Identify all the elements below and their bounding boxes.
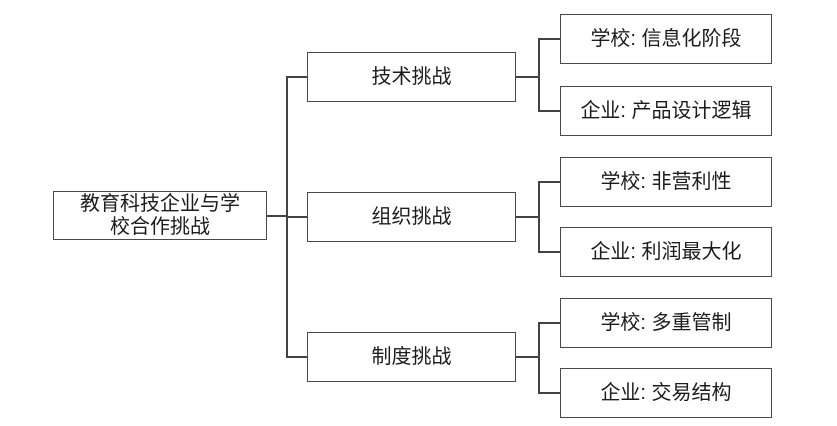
connector-subtrunk-2-vertical <box>538 181 540 253</box>
connector-to-leaf-4 <box>538 251 561 253</box>
connector-trunk-to-branch-3 <box>286 356 308 358</box>
connector-to-leaf-2 <box>538 110 561 112</box>
connector-to-leaf-6 <box>538 392 561 394</box>
leaf-node-school-nonprofit: 学校: 非营利性 <box>560 157 772 207</box>
leaf-node-school-multiple-regulation: 学校: 多重管制 <box>560 298 772 348</box>
leaf-node-label: 企业: 利润最大化 <box>590 240 742 263</box>
connector-subtrunk-1-vertical <box>538 38 540 112</box>
connector-subtrunk-3-vertical <box>538 322 540 394</box>
connector-branch-3-out <box>515 356 539 358</box>
leaf-node-label: 学校: 非营利性 <box>600 170 732 193</box>
root-node-label-line1: 教育科技企业与学 <box>80 192 240 215</box>
leaf-node-enterprise-profit-maximization: 企业: 利润最大化 <box>560 227 772 277</box>
connector-to-leaf-1 <box>538 38 561 40</box>
connector-trunk-to-branch-1 <box>286 76 308 78</box>
branch-node-label: 制度挑战 <box>371 345 452 368</box>
branch-node-organization-challenge: 组织挑战 <box>307 192 516 242</box>
branch-node-label: 技术挑战 <box>371 65 452 88</box>
connector-to-leaf-5 <box>538 322 561 324</box>
leaf-node-label: 企业: 交易结构 <box>600 381 732 404</box>
branch-node-institution-challenge: 制度挑战 <box>307 332 516 382</box>
connector-trunk-to-branch-2 <box>286 216 308 218</box>
connector-root-to-trunk <box>266 215 288 217</box>
branch-node-technology-challenge: 技术挑战 <box>307 52 516 102</box>
root-node-cooperation-challenges: 教育科技企业与学 校合作挑战 <box>53 191 267 240</box>
branch-node-label: 组织挑战 <box>371 205 452 228</box>
leaf-node-label: 学校: 多重管制 <box>600 311 732 334</box>
connector-branch-1-out <box>515 76 539 78</box>
leaf-node-label: 企业: 产品设计逻辑 <box>580 99 752 122</box>
leaf-node-enterprise-transaction-structure: 企业: 交易结构 <box>560 368 772 418</box>
connector-to-leaf-3 <box>538 181 561 183</box>
connector-branch-2-out <box>515 216 539 218</box>
root-node-label-line2: 校合作挑战 <box>110 215 210 238</box>
leaf-node-label: 学校: 信息化阶段 <box>590 27 742 50</box>
leaf-node-school-informatization-stage: 学校: 信息化阶段 <box>560 14 772 64</box>
leaf-node-enterprise-product-design-logic: 企业: 产品设计逻辑 <box>560 86 772 136</box>
